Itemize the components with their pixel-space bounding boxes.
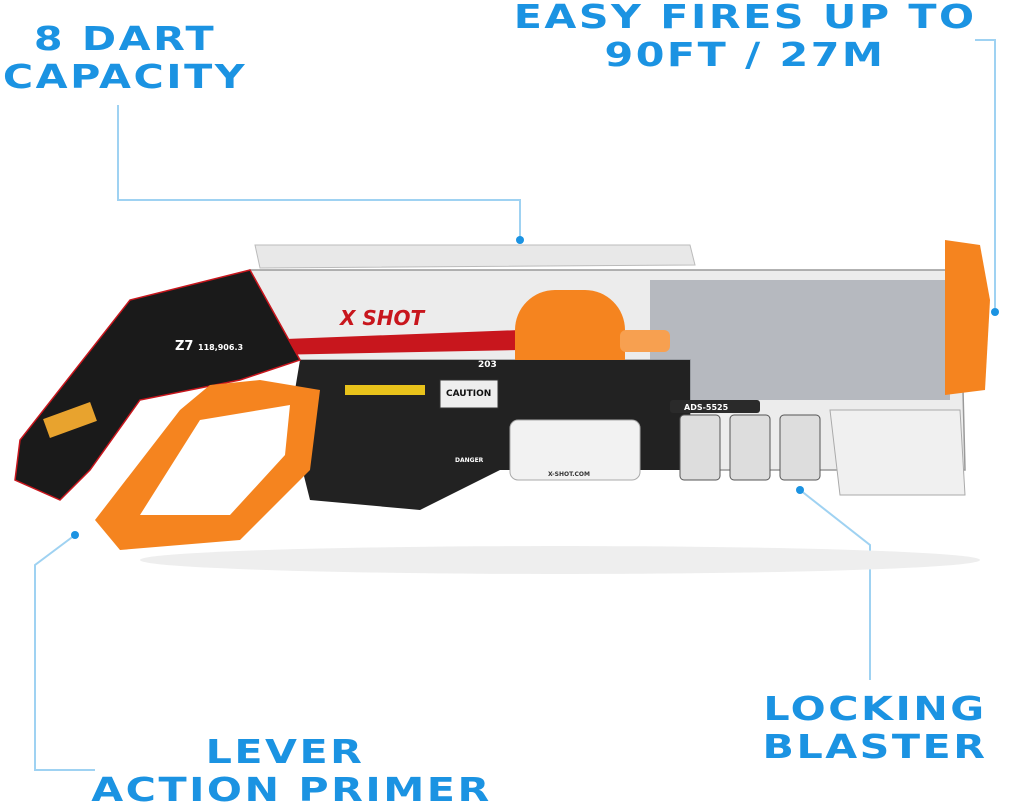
- locking-leader-line: [799, 489, 871, 680]
- callout-range-line1: EASY FIRES UP TO: [513, 0, 977, 36]
- chain-panel: [650, 280, 950, 400]
- callout-lever: LEVER ACTION PRIMER: [91, 732, 492, 806]
- lever-leader-line: [34, 534, 95, 771]
- orange-muzzle: [945, 240, 990, 395]
- website-text: X-SHOT.COM: [548, 471, 590, 478]
- hazard-stripe: [345, 385, 425, 395]
- range-leader-dot: [991, 308, 999, 316]
- callout-range: EASY FIRES UP TO 90FT / 27M: [514, 0, 977, 74]
- callout-lines: [34, 39, 996, 771]
- pump-handle: [509, 419, 641, 481]
- blaster-shadow: [140, 546, 980, 574]
- brand-logo-text: X SHOT: [338, 306, 426, 330]
- front-guard: [829, 409, 966, 496]
- lower-body: [290, 360, 690, 510]
- callout-range-line2: 90FT / 27M: [604, 35, 886, 74]
- serial-text: 118,906.3: [198, 343, 243, 352]
- callout-locking-line2: BLASTER: [762, 727, 988, 766]
- callout-lever-line1: LEVER: [205, 732, 365, 771]
- caution-text: CAUTION: [446, 389, 491, 399]
- range-leader-line: [975, 39, 996, 308]
- model-text: Z7: [175, 339, 193, 354]
- drum-axle: [620, 330, 670, 352]
- capacity-leader-line: [117, 105, 521, 238]
- red-stripe: [260, 330, 520, 355]
- top-rail: [254, 244, 696, 269]
- tag-text: 203: [478, 360, 497, 370]
- danger-text: DANGER: [455, 457, 484, 464]
- lever-leader-dot: [71, 531, 79, 539]
- callout-locking-line1: LOCKING: [763, 689, 987, 728]
- callout-capacity-line1: 8 DART: [33, 19, 217, 58]
- callout-capacity: 8 DART CAPACITY: [0, 20, 269, 96]
- locking-leader-dot: [796, 486, 804, 494]
- callout-lever-line2: ACTION PRIMER: [91, 770, 492, 806]
- code-text: ADS-5525: [684, 403, 729, 412]
- caution-box: [439, 379, 499, 409]
- lock-dial-3: [779, 414, 821, 481]
- callout-locking: LOCKING BLASTER: [750, 690, 1000, 766]
- code-plate: [670, 400, 760, 413]
- callout-capacity-line2: CAPACITY: [2, 57, 248, 96]
- lock-dial-2: [729, 414, 771, 481]
- lock-dial-1: [679, 414, 721, 481]
- stock: [14, 269, 302, 501]
- stock-orange-panel: [43, 402, 97, 438]
- lever: [95, 380, 320, 550]
- capacity-leader-dot: [516, 236, 524, 244]
